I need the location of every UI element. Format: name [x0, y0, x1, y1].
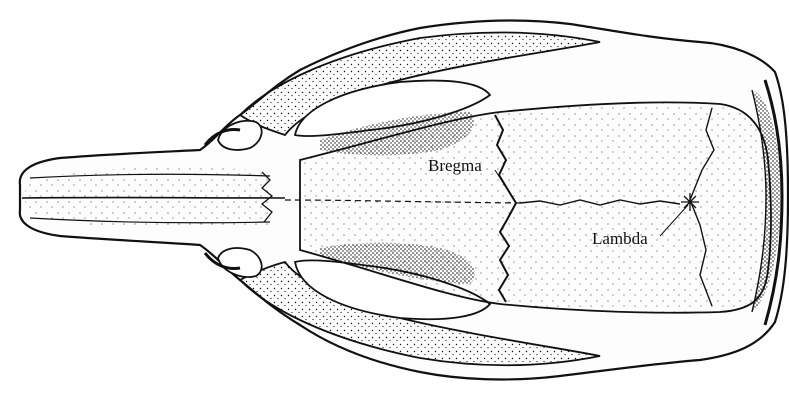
upper-foramen [218, 121, 262, 150]
lower-foramen [218, 248, 262, 277]
lambda-label: Lambda [592, 230, 648, 247]
bregma-label: Bregma [428, 157, 482, 174]
